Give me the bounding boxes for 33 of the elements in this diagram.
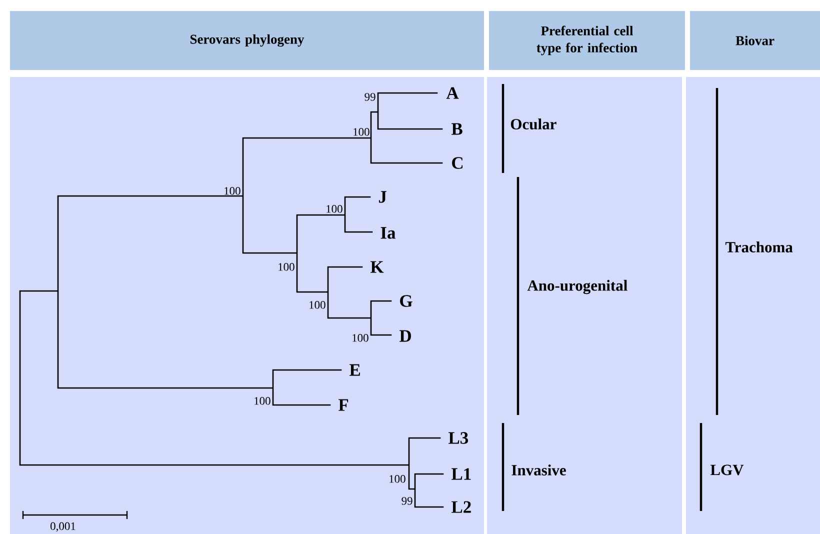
bootstrap-value: 100 bbox=[224, 187, 240, 195]
group-label: Ocular bbox=[510, 118, 556, 130]
column-header: Preferential cell type for infection bbox=[489, 11, 685, 70]
leaf-label: E bbox=[350, 364, 360, 376]
bootstrap-value: 100 bbox=[354, 128, 370, 136]
leaf-label: B bbox=[452, 123, 462, 135]
leaf-label: Ia bbox=[380, 227, 396, 239]
leaf-label: A bbox=[446, 87, 459, 99]
bootstrap-value: 99 bbox=[364, 93, 376, 101]
group-label: LGV bbox=[710, 464, 744, 476]
leaf-label: L3 bbox=[448, 432, 468, 444]
group-label: Invasive bbox=[512, 464, 566, 476]
leaf-label: G bbox=[400, 295, 412, 307]
bootstrap-value: 99 bbox=[402, 497, 412, 505]
leaf-label: L2 bbox=[452, 501, 471, 513]
leaf-label: D bbox=[400, 330, 411, 342]
bootstrap-value: 100 bbox=[326, 205, 342, 213]
bootstrap-value: 100 bbox=[278, 263, 294, 271]
leaf-label: C bbox=[452, 157, 462, 169]
column-header: Biovar bbox=[690, 11, 820, 70]
leaf-label: K bbox=[370, 261, 384, 273]
panel-background bbox=[10, 77, 484, 534]
leaf-label: F bbox=[338, 399, 348, 411]
bootstrap-value: 100 bbox=[390, 475, 406, 483]
bootstrap-value: 100 bbox=[310, 301, 326, 309]
group-label: Trachoma bbox=[725, 242, 793, 252]
bootstrap-value: 100 bbox=[352, 334, 368, 342]
bootstrap-value: 100 bbox=[254, 397, 270, 405]
leaf-label: L1 bbox=[452, 468, 471, 480]
scale-label: 0,001 bbox=[50, 522, 76, 532]
leaf-label: J bbox=[379, 191, 386, 203]
group-label: Ano-urogenital bbox=[527, 280, 628, 294]
column-header: Serovars phylogeny bbox=[10, 11, 484, 70]
